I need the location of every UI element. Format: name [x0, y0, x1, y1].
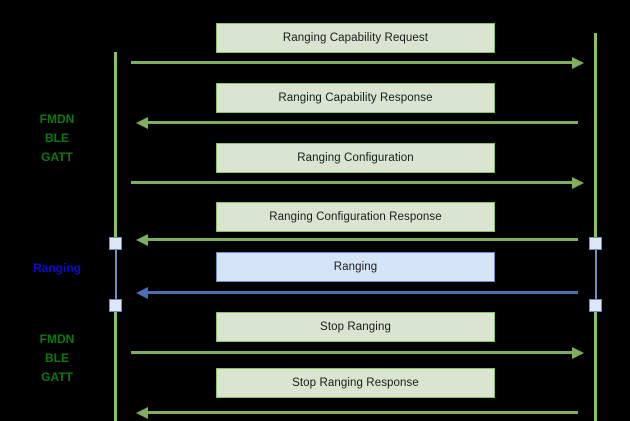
- activation-marker-right-start: [589, 237, 602, 250]
- phase-label-line: GATT: [41, 150, 73, 164]
- lifeline-left-green-bottom: [114, 303, 117, 421]
- message-box-stop-ranging-response[interactable]: Stop Ranging Response: [216, 368, 495, 398]
- message-arrow-line-ranging-configuration-response: [148, 238, 578, 241]
- activation-marker-right-end: [589, 299, 602, 312]
- phase-label-line: BLE: [45, 351, 69, 365]
- phase-label-line: FMDN: [39, 332, 75, 346]
- message-box-ranging-configuration[interactable]: Ranging Configuration: [216, 143, 495, 173]
- message-box-ranging-configuration-response[interactable]: Ranging Configuration Response: [216, 202, 495, 232]
- phase-label-fmdn-ble-gatt-bottom: FMDN BLE GATT: [14, 330, 100, 387]
- phase-label-line: BLE: [45, 131, 69, 145]
- message-label: Ranging Capability Response: [278, 92, 433, 104]
- phase-label-fmdn-ble-gatt-top: FMDN BLE GATT: [14, 110, 100, 167]
- message-box-ranging[interactable]: Ranging: [216, 252, 495, 282]
- phase-label-line: FMDN: [39, 112, 75, 126]
- message-arrow-head-ranging-configuration-response: [136, 233, 148, 246]
- message-box-ranging-capability-response[interactable]: Ranging Capability Response: [216, 83, 495, 113]
- message-arrow-line-stop-ranging: [131, 351, 573, 354]
- message-arrow-head-ranging-capability-response: [136, 116, 148, 129]
- message-box-stop-ranging[interactable]: Stop Ranging: [216, 312, 495, 342]
- message-arrow-head-ranging-capability-request: [572, 56, 584, 69]
- phase-label-line: GATT: [41, 370, 73, 384]
- activation-marker-left-start: [109, 237, 122, 250]
- message-label: Ranging Configuration Response: [269, 211, 442, 223]
- message-arrow-head-stop-ranging: [572, 346, 584, 359]
- message-arrow-line-ranging-capability-request: [131, 61, 573, 64]
- message-arrow-line-ranging: [148, 291, 578, 294]
- message-arrow-line-ranging-configuration: [131, 181, 573, 184]
- message-arrow-line-ranging-capability-response: [148, 121, 578, 124]
- lifeline-left-blue-segment: [115, 243, 117, 306]
- message-arrow-line-stop-ranging-response: [148, 411, 578, 414]
- lifeline-left-green-top: [114, 52, 117, 243]
- message-label: Stop Ranging Response: [292, 377, 419, 389]
- message-label: Stop Ranging: [320, 321, 391, 333]
- message-arrow-head-ranging: [136, 286, 148, 299]
- message-arrow-head-ranging-configuration: [572, 176, 584, 189]
- message-arrow-head-stop-ranging-response: [136, 406, 148, 419]
- message-label: Ranging Configuration: [297, 152, 414, 164]
- activation-marker-left-end: [109, 299, 122, 312]
- message-label: Ranging: [333, 261, 378, 273]
- phase-label-line: Ranging: [33, 261, 81, 275]
- message-label: Ranging Capability Request: [282, 32, 429, 44]
- phase-label-ranging: Ranging: [14, 259, 100, 278]
- lifeline-right-blue-segment: [595, 243, 597, 306]
- message-box-ranging-capability-request[interactable]: Ranging Capability Request: [216, 23, 495, 53]
- lifeline-right-green-top: [594, 33, 597, 243]
- lifeline-right-green-bottom: [594, 303, 597, 421]
